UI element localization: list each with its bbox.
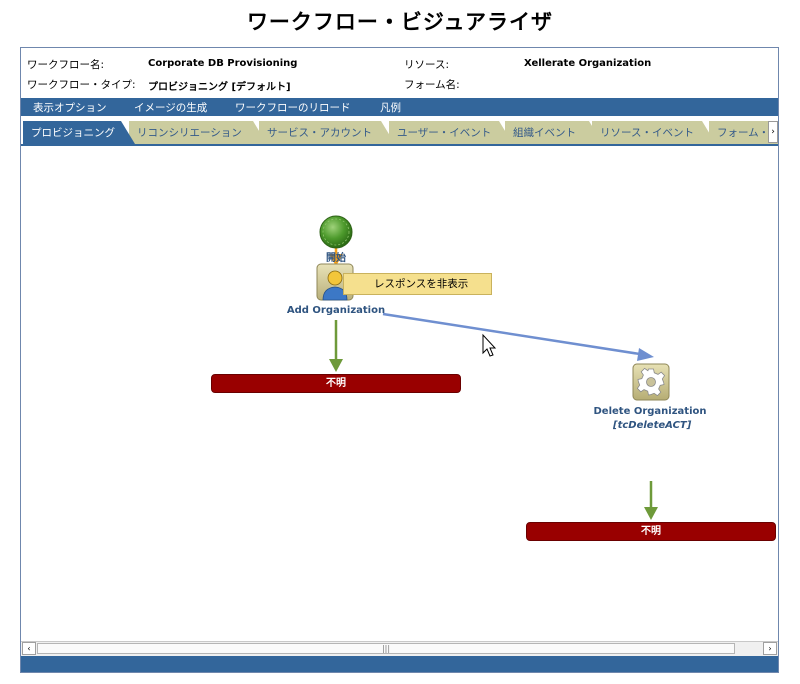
tab-resource-events[interactable]: リソース・イベント [592, 121, 716, 144]
menu-display-options[interactable]: 表示オプション [33, 102, 107, 114]
workflow-canvas: 開始 Add Organization 不明 Delete Organizati… [21, 148, 778, 640]
tab-reconciliation[interactable]: リコンシリエーション [129, 121, 267, 144]
tab-service-account[interactable]: サービス・アカウント [259, 121, 395, 144]
arrow-add-to-unknown [329, 320, 343, 372]
workflow-type-label: ワークフロー・タイプ: [27, 79, 136, 91]
footer-bar [21, 656, 778, 672]
arrow-add-to-delete [382, 312, 654, 361]
page-title: ワークフロー・ビジュアライザ [246, 10, 554, 34]
gear-task-icon[interactable] [632, 363, 670, 401]
tab-form-events[interactable]: フォーム・イ [709, 121, 778, 144]
visualizer-frame: ワークフロー名: Corporate DB Provisioning ワークフロ… [20, 47, 779, 673]
form-name-label: フォーム名: [404, 79, 460, 91]
menu-bar: 表示オプション イメージの生成 ワークフローのリロード 凡例 [21, 98, 778, 116]
resource-value: Xellerate Organization [524, 58, 652, 69]
tab-organization-events[interactable]: 組織イベント [505, 121, 603, 144]
resource-label: リソース: [404, 59, 450, 71]
unknown-response-1[interactable]: 不明 [211, 374, 461, 393]
workflow-connectors [316, 215, 670, 520]
tab-strip: フォーム・イ リソース・イベント 組織イベント ユーザー・イベント サービス・ア… [21, 118, 778, 146]
scroll-left-icon[interactable]: ‹ [22, 642, 36, 655]
unknown-response-2[interactable]: 不明 [526, 522, 776, 541]
tab-provisioning[interactable]: プロビジョニング [23, 121, 135, 144]
workflow-name-value: Corporate DB Provisioning [148, 58, 298, 69]
add-organization-label[interactable]: Add Organization [286, 305, 386, 316]
workflow-info-panel: ワークフロー名: Corporate DB Provisioning ワークフロ… [21, 48, 778, 97]
horizontal-scrollbar[interactable]: ‹ ||| › [21, 641, 778, 656]
menu-generate-image[interactable]: イメージの生成 [134, 102, 208, 114]
arrow-delete-to-unknown [644, 481, 658, 520]
workflow-type-value: プロビジョニング [デフォルト] [148, 82, 291, 93]
workflow-name-label: ワークフロー名: [27, 59, 105, 71]
menu-legend[interactable]: 凡例 [380, 102, 401, 114]
context-menu-hide-responses[interactable]: レスポンスを非表示 [343, 273, 492, 295]
delete-organization-task-code: [tcDeleteACT] [613, 420, 692, 431]
tab-user-events[interactable]: ユーザー・イベント [389, 121, 513, 144]
start-node-label: 開始 [326, 253, 346, 264]
start-node-icon[interactable] [319, 215, 353, 249]
menu-reload-workflow[interactable]: ワークフローのリロード [235, 102, 351, 114]
scroll-right-icon[interactable]: › [763, 642, 777, 655]
scrollbar-thumb[interactable]: ||| [37, 643, 735, 654]
tab-scroll-right-icon[interactable]: › [768, 121, 778, 143]
delete-organization-label[interactable]: Delete Organization [593, 406, 707, 417]
mouse-cursor-icon [482, 333, 497, 357]
